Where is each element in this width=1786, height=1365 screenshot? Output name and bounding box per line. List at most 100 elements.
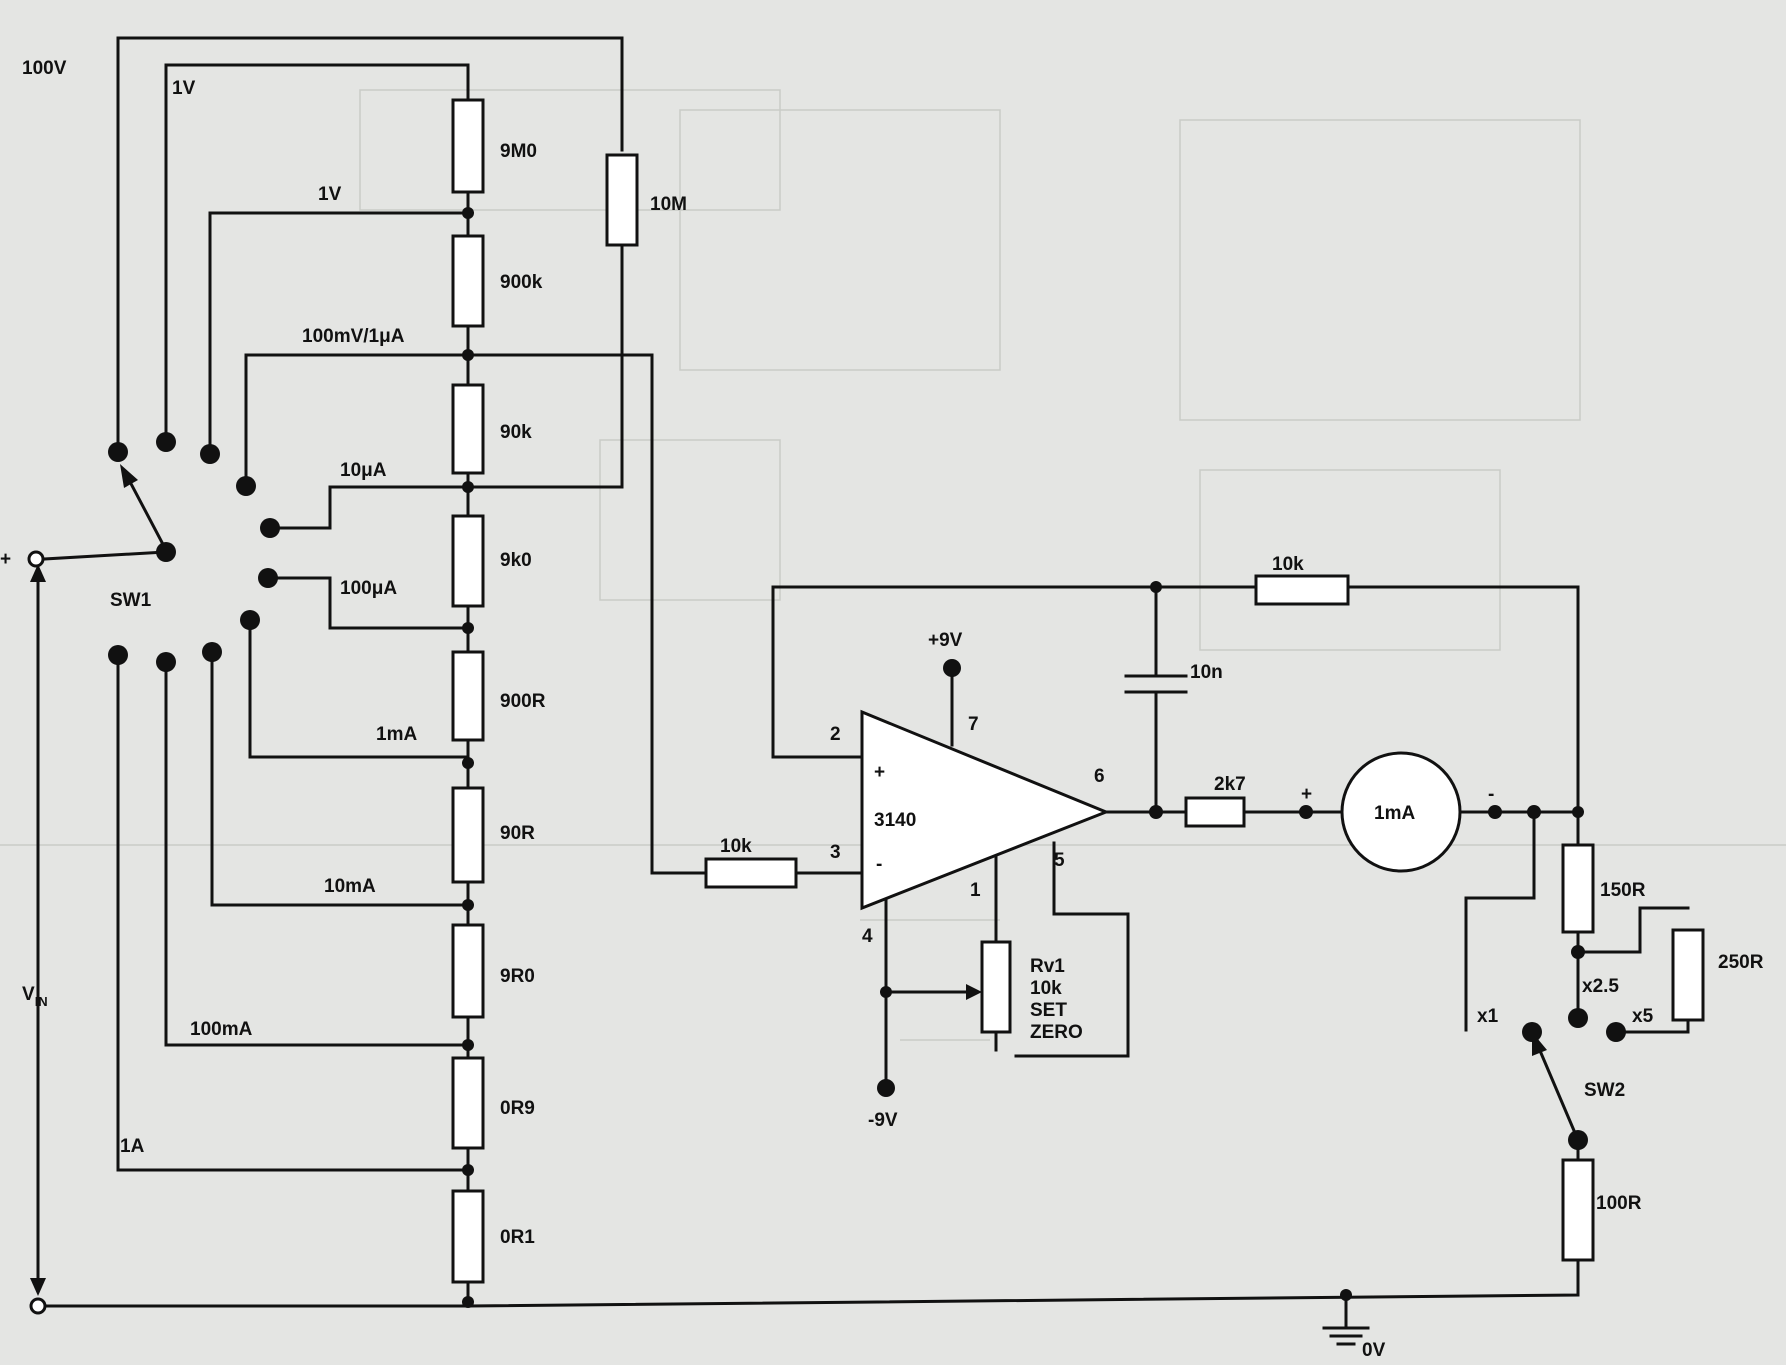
resistor-0R1 (451, 1189, 485, 1284)
label-0R9: 0R9 (500, 1098, 535, 1119)
label-pin-3: 3 (830, 842, 841, 863)
label-rv1-zero: ZERO (1030, 1022, 1083, 1043)
label-150R: 150R (1600, 880, 1646, 901)
label-10k-input: 10k (720, 836, 752, 857)
label-90R: 90R (500, 823, 535, 844)
resistor-2k7 (1184, 796, 1246, 828)
label-9M0: 9M0 (500, 141, 537, 162)
resistor-90R (451, 786, 485, 884)
resistor-250R (1671, 928, 1705, 1022)
sw1-contact-100uA (258, 568, 278, 588)
sw1-contact-1V-top (156, 432, 176, 452)
sw1-contact-100V (108, 442, 128, 462)
label-x5: x5 (1632, 1006, 1654, 1027)
supply-terminals (27, 550, 961, 1315)
label-x2-5: x2.5 (1582, 976, 1619, 997)
terminal-input-common (29, 1297, 47, 1315)
label-rv1-value: 10k (1030, 978, 1062, 999)
label-100mV-1uA: 100mV/1μA (302, 326, 405, 347)
resistor-900R (451, 650, 485, 742)
terminal-plus-9v (943, 659, 961, 677)
meter-1mA (1340, 751, 1462, 873)
label-100mA: 100mA (190, 1019, 253, 1040)
label-900R: 900R (500, 691, 546, 712)
sw1-contact-1mA (240, 610, 260, 630)
label-pin-2: 2 (830, 724, 841, 745)
label-9k0: 9k0 (500, 550, 532, 571)
label-90k: 90k (500, 422, 532, 443)
resistors (451, 98, 1705, 1284)
label-10k-feedback: 10k (1272, 554, 1304, 575)
label-pin-1: 1 (970, 880, 981, 901)
label-pin-7: 7 (968, 714, 979, 735)
sw2-wiper-pivot (1568, 1130, 1588, 1150)
resistor-90k (451, 383, 485, 475)
label-minus-9v: -9V (868, 1110, 898, 1131)
label-opamp: 3140 (874, 810, 916, 831)
label-meter-minus: - (1488, 784, 1494, 805)
label-100uA: 100μA (340, 578, 397, 599)
resistor-10k-feedback (1254, 574, 1350, 606)
label-2k7: 2k7 (1214, 774, 1246, 795)
label-1V-top: 1V (172, 78, 196, 99)
label-1A: 1A (120, 1136, 145, 1157)
sw1-contact-100mV (236, 476, 256, 496)
label-rv1-name: Rv1 (1030, 956, 1065, 977)
sw2-contact-x1 (1522, 1022, 1542, 1042)
resistor-100R (1561, 1158, 1595, 1262)
label-10n: 10n (1190, 662, 1223, 683)
resistor-9k0 (451, 514, 485, 608)
terminal-input-plus (27, 550, 45, 568)
sw2-contacts (1522, 1008, 1626, 1150)
sw1-contact-100mA (156, 652, 176, 672)
wires (30, 36, 1690, 1346)
opamp-3140 (860, 709, 1111, 911)
label-meter-plus: + (1301, 784, 1312, 805)
junction-dots (462, 207, 1585, 1308)
label-rv1-set: SET (1030, 1000, 1067, 1021)
capacitor-10n (1124, 674, 1188, 694)
label-pin-5: 5 (1054, 850, 1065, 871)
sw1-contact-1A (108, 645, 128, 665)
label-vin: VIN (22, 984, 48, 1009)
resistor-10M (605, 153, 639, 247)
label-100V: 100V (22, 58, 67, 79)
potentiometer-rv1 (980, 940, 1012, 1034)
label-9R0: 9R0 (500, 966, 535, 987)
label-x1: x1 (1477, 1006, 1499, 1027)
label-10uA: 10μA (340, 460, 387, 481)
label-pin-4: 4 (862, 926, 873, 947)
label-input-plus: + (0, 549, 11, 570)
label-plus-9v: +9V (928, 630, 963, 651)
label-10mA: 10mA (324, 876, 376, 897)
resistor-10k-input (704, 857, 798, 889)
sw2-contact-x2-5 (1568, 1008, 1588, 1028)
sw1-wiper-pivot (156, 542, 176, 562)
labels: 100V 1V 1V 100mV/1μA 10μA 100μA 1mA 10mA… (0, 58, 1764, 1361)
terminal-minus-9v (877, 1079, 895, 1097)
label-sw1: SW1 (110, 590, 152, 611)
sw1-contact-10uA (260, 518, 280, 538)
sw2-contact-x5 (1606, 1022, 1626, 1042)
label-250R: 250R (1718, 952, 1764, 973)
label-900k: 900k (500, 272, 543, 293)
resistor-9R0 (451, 923, 485, 1019)
sw1-contact-1V (200, 444, 220, 464)
label-ground: 0V (1362, 1340, 1386, 1360)
resistor-0R9 (451, 1056, 485, 1150)
sw1-contact-10mA (202, 642, 222, 662)
label-meter: 1mA (1374, 803, 1415, 824)
label-opamp-plus: + (874, 762, 885, 783)
label-100R: 100R (1596, 1193, 1642, 1214)
label-1mA: 1mA (376, 724, 417, 745)
label-10M: 10M (650, 194, 687, 215)
resistor-150R (1561, 843, 1595, 934)
label-0R1: 0R1 (500, 1227, 535, 1248)
label-opamp-minus: - (876, 854, 882, 875)
resistor-9M0 (451, 98, 485, 194)
sw1-contacts (108, 432, 280, 672)
label-1V: 1V (318, 184, 342, 205)
label-pin-6: 6 (1094, 766, 1105, 787)
